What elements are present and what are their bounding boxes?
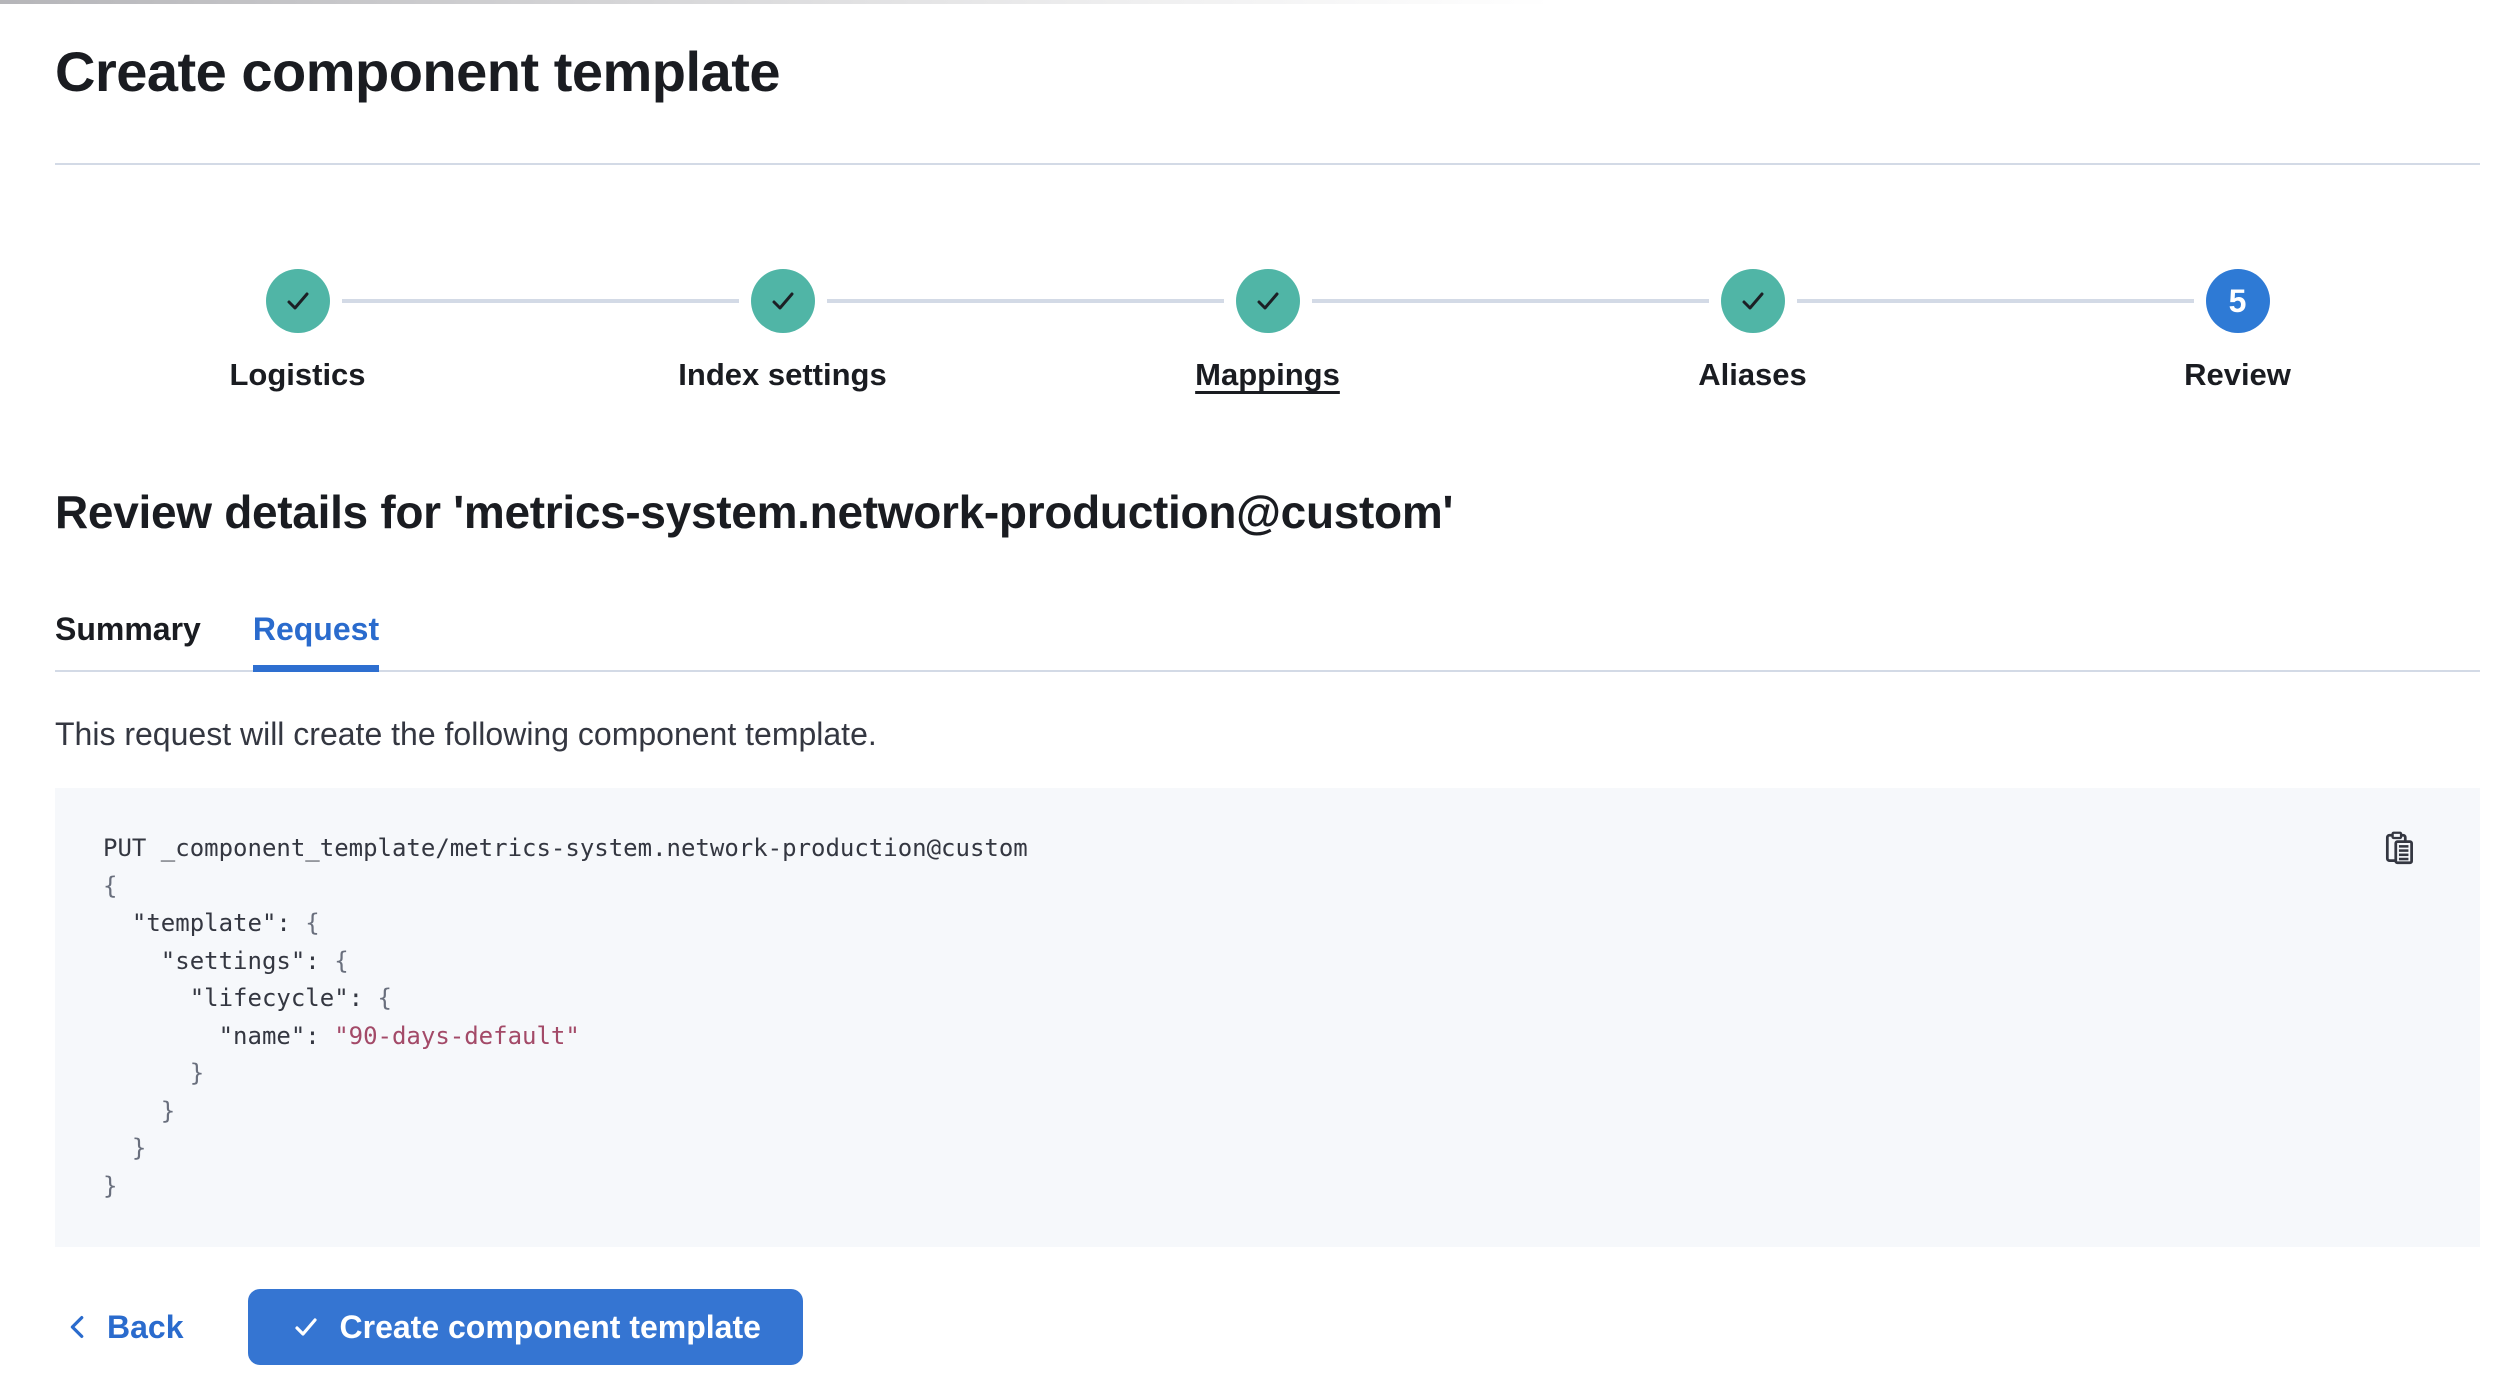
step-label[interactable]: Mappings [1195,357,1340,393]
code-line: "settings": { [103,946,349,975]
code-line: "lifecycle": { [103,984,392,1013]
title-divider [55,163,2480,166]
step-index-settings[interactable]: Index settings [341,269,1025,393]
step-label[interactable]: Logistics [229,357,366,393]
create-button-label: Create component template [339,1308,761,1345]
wizard-footer: Back Create component template [55,1289,2480,1366]
create-component-template-button[interactable]: Create component template [247,1289,803,1366]
step-label[interactable]: Aliases [1698,357,1807,393]
back-button-label: Back [107,1308,184,1345]
step-number: 5 [2228,282,2247,319]
check-icon [767,285,799,317]
request-code-block: PUT _component_template/metrics-system.n… [55,788,2480,1248]
copy-to-clipboard-button[interactable] [2378,828,2422,872]
window-top-edge [0,0,2506,4]
code-line: "template": { [103,909,320,938]
step-aliases[interactable]: Aliases [1311,269,1995,393]
step-label[interactable]: Review [2184,357,2291,393]
code-line: PUT _component_template/metrics-system.n… [103,834,1028,863]
tab-request[interactable]: Request [252,610,380,673]
check-icon [282,285,314,317]
copy-clipboard-icon [2381,830,2419,871]
check-icon [1737,285,1769,317]
tab-summary[interactable]: Summary [55,611,201,648]
step-number-circle[interactable]: 5 [2205,269,2270,334]
step-logistics[interactable]: Logistics [55,269,540,393]
page-title: Create component template [55,40,781,103]
check-icon [290,1311,322,1343]
code-line: } [103,1096,176,1125]
step-check-circle[interactable] [1720,269,1785,334]
step-label[interactable]: Index settings [678,357,887,393]
step-mappings[interactable]: Mappings [826,269,1510,393]
step-check-circle[interactable] [265,269,330,334]
code-line: } [103,1059,205,1088]
code-line: { [103,871,118,900]
code-lines: PUT _component_template/metrics-system.n… [103,830,2432,1205]
review-tabs: Summary Request [55,610,2480,673]
chevron-left-icon [63,1312,93,1342]
back-button[interactable]: Back [55,1309,184,1346]
review-details-heading: Review details for 'metrics-system.netwo… [55,485,1454,538]
request-description: This request will create the following c… [55,716,877,753]
step-check-circle[interactable] [1235,269,1300,334]
check-icon [1252,285,1284,317]
code-line: } [103,1134,147,1163]
code-line: "name": "90-days-default" [103,1021,580,1050]
step-check-circle[interactable] [750,269,815,334]
code-line: } [103,1171,118,1200]
